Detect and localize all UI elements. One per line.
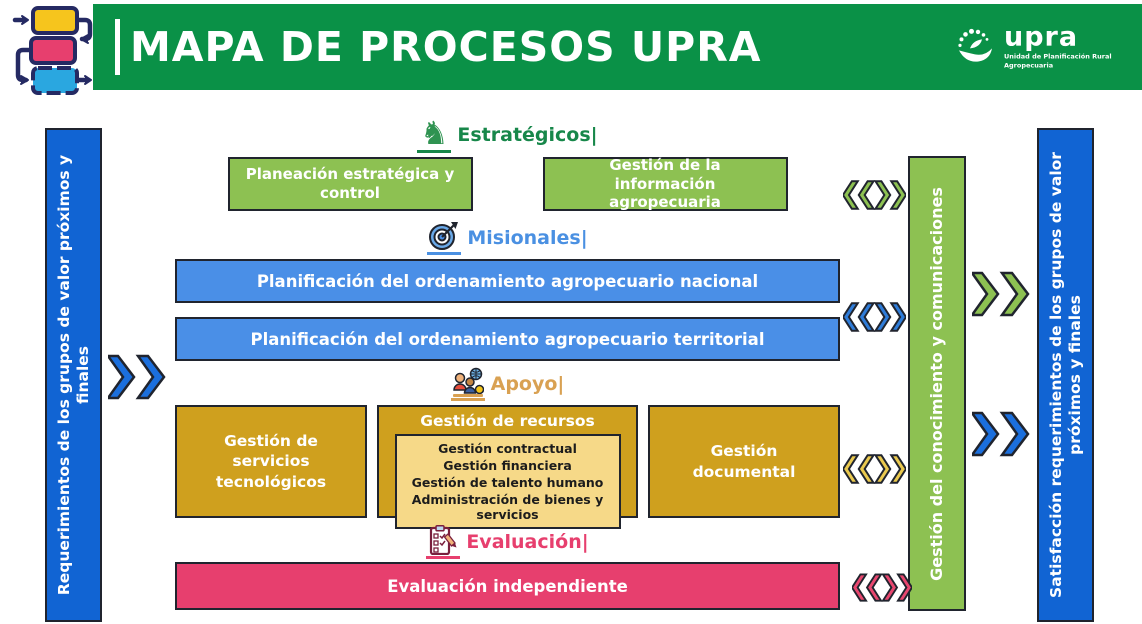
bidirectional-chevrons-blue-icon [843,302,906,332]
bidirectional-chevrons-gold-icon [843,454,906,484]
gestion-recursos-title: Gestión de recursos [420,412,595,430]
input-requirements-bar: Requerimientos de los grupos de valor pr… [45,128,102,622]
flowchart-icon [12,4,96,100]
subprocess-item: Gestión financiera [443,458,572,473]
subprocess-item: Gestión contractual [438,441,577,456]
upra-emblem-icon [958,28,992,62]
upra-wordmark: upra [1004,21,1079,53]
knowledge-communications-bar: Gestión del conocimiento y comunicacione… [908,156,966,611]
right-chevrons-blue-right-icon [972,411,1030,457]
chess-knight-icon: ♞ [417,117,452,153]
process-content: ♞ Estratégicos| Planeación estratégica y… [175,0,840,624]
upra-logo: upra Unidad de Planificación Rural Agrop… [952,23,1116,70]
satisfaction-bar: Satisfacción requerimientos de los grupo… [1037,128,1094,622]
section-misionales-header: Misionales| [175,221,840,255]
page-title: MAPA DE PROCESOS UPRA [130,23,762,71]
satisfaction-label: Satisfacción requerimientos de los grupo… [1046,152,1084,598]
subprocess-item: Administración de bienes y servicios [411,492,604,522]
target-icon [427,221,462,255]
input-requirements-label: Requerimientos de los grupos de valor pr… [54,154,92,596]
section-evaluacion-header: Evaluación| [175,525,840,559]
title-accent-bar [115,19,120,75]
subprocess-item: Gestión de talento humano [411,475,604,490]
bidirectional-chevrons-green-icon [843,180,906,210]
process-box-planeacion-estrategica: Planeación estratégica y control [227,157,473,211]
process-box-servicios-tecnologicos: Gestión de servicios tecnológicos [175,405,367,518]
section-misionales-label: Misionales| [467,227,588,249]
process-box-gestion-informacion: Gestión de la información agropecuaria [542,156,788,211]
header-band: MAPA DE PROCESOS UPRA upra Unidad de Pla… [93,4,1142,90]
bidirectional-chevrons-pink-icon [852,573,912,602]
teamwork-icon [450,367,485,401]
process-box-gestion-documental: Gestión documental [648,405,840,518]
section-apoyo-label: Apoyo| [490,373,565,395]
section-evaluacion-label: Evaluación| [466,531,589,553]
process-box-evaluacion-independiente: Evaluación independiente [175,562,840,610]
section-estrategicos-header: ♞ Estratégicos| [175,116,840,154]
process-box-gestion-recursos: Gestión de recursos Gestión contractual … [377,405,638,529]
upra-tagline: Unidad de Planificación Rural Agropecuar… [1004,52,1112,70]
process-box-ordenamiento-territorial: Planificación del ordenamiento agropecua… [175,317,840,361]
apoyo-row: Gestión de servicios tecnológicos Gestió… [175,405,840,529]
clipboard-checklist-icon [426,525,461,559]
process-box-ordenamiento-nacional: Planificación del ordenamiento agropecua… [175,259,840,303]
knowledge-communications-label: Gestión del conocimiento y comunicacione… [927,186,946,581]
estrategicos-row: Planeación estratégica y control Gestión… [175,156,840,211]
right-chevrons-green-icon [972,271,1030,317]
right-chevrons-blue-left-icon [108,354,166,400]
section-estrategicos-label: Estratégicos| [457,124,598,146]
section-apoyo-header: Apoyo| [175,367,840,401]
gestion-recursos-subprocesses: Gestión contractual Gestión financiera G… [394,434,621,529]
